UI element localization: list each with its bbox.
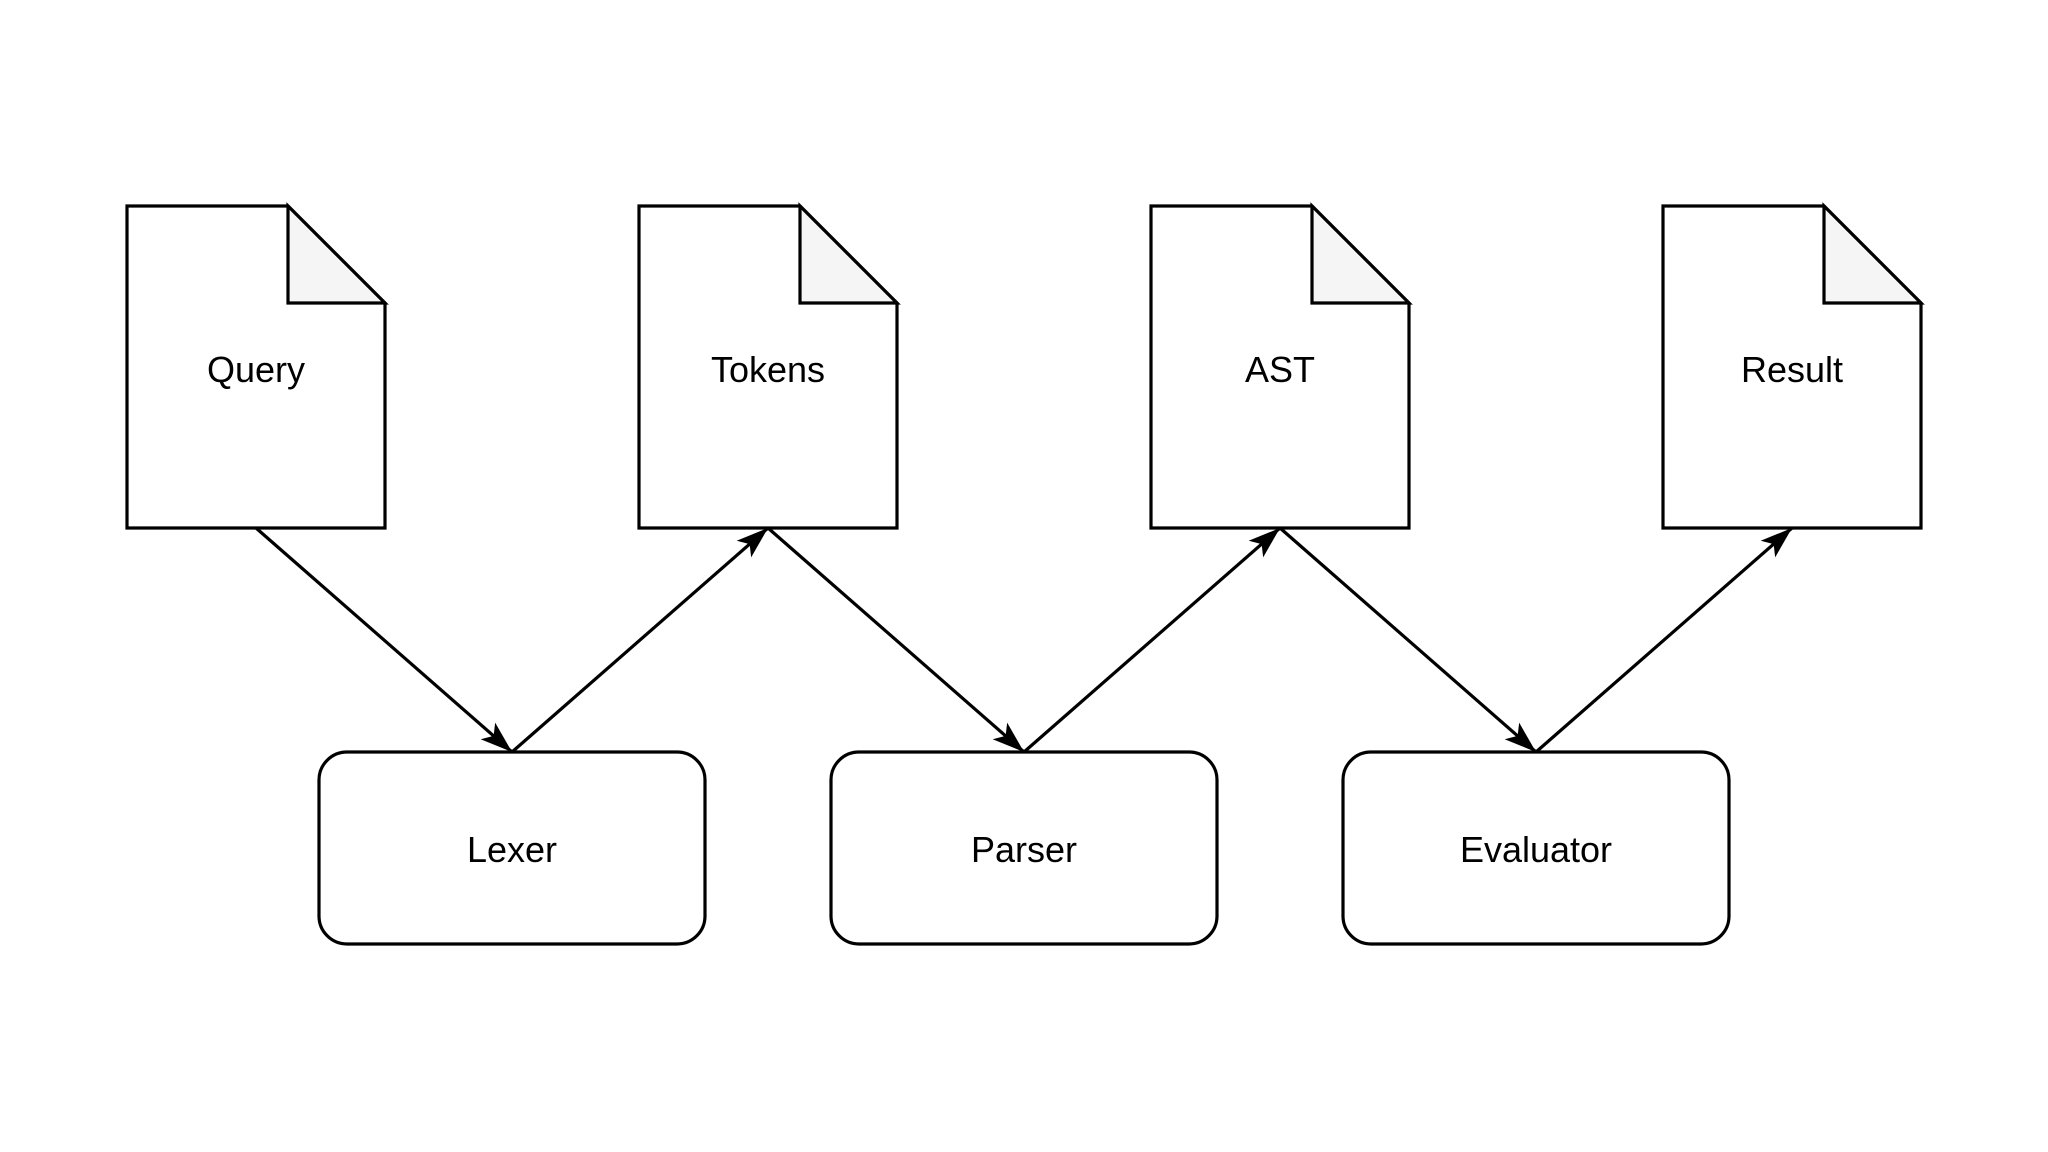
arrow-query-to-lexer [254, 526, 514, 754]
process-box [1341, 750, 1731, 946]
arrow-tokens-to-parser [766, 526, 1026, 754]
process-box [829, 750, 1219, 946]
arrow-evaluator-to-result [1534, 526, 1794, 754]
document-folded-corner [1822, 202, 1925, 305]
arrow-ast-to-evaluator [1278, 526, 1538, 754]
process-label: Lexer [467, 829, 557, 870]
document-label: Result [1741, 349, 1843, 390]
process-node-evaluator: Evaluator [1341, 750, 1731, 946]
process-label: Parser [971, 829, 1077, 870]
document-folded-corner [1310, 202, 1413, 305]
arrow-lexer-to-tokens [510, 526, 770, 754]
document-folded-corner [798, 202, 901, 305]
document-node-result: Result [1661, 202, 1925, 530]
document-folded-corner [286, 202, 389, 305]
process-label: Evaluator [1460, 829, 1612, 870]
document-label: AST [1245, 349, 1315, 390]
document-node-ast: AST [1149, 202, 1413, 530]
document-label: Query [207, 349, 305, 390]
document-node-tokens: Tokens [637, 202, 901, 530]
document-node-query: Query [125, 202, 389, 530]
process-box [317, 750, 707, 946]
process-node-lexer: Lexer [317, 750, 707, 946]
edges-layer [254, 526, 1794, 754]
document-label: Tokens [711, 349, 825, 390]
process-node-parser: Parser [829, 750, 1219, 946]
arrow-parser-to-ast [1022, 526, 1282, 754]
